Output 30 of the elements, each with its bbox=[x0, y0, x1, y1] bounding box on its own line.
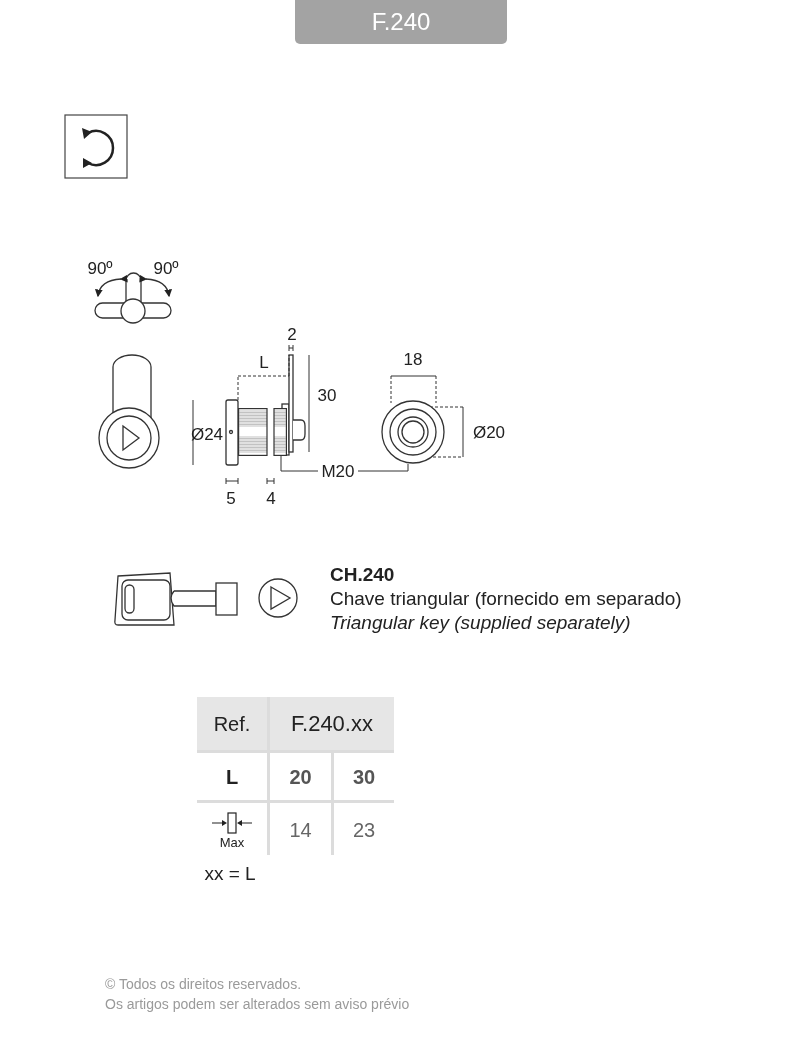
dimension-label: L bbox=[259, 353, 269, 371]
disclaimer-note: Os artigos podem ser alterados sem aviso prévio bbox=[105, 995, 410, 1014]
part-code: CH.240 bbox=[330, 563, 396, 587]
leader-line bbox=[357, 463, 409, 472]
table-cell: 14 bbox=[270, 803, 331, 857]
max-label: Max bbox=[219, 835, 245, 849]
dimension-label: 90º bbox=[153, 259, 179, 277]
dimension-label: 18 bbox=[403, 350, 423, 368]
thread-label: M20 bbox=[321, 462, 355, 480]
dimension-label: Ø24 bbox=[190, 425, 224, 443]
dimension-label: Ø20 bbox=[472, 423, 506, 441]
copyright-note: © Todos os direitos reservados. bbox=[105, 975, 303, 994]
table-header-cell: Ref. bbox=[197, 697, 267, 750]
lock-back-view-drawing bbox=[381, 400, 445, 464]
leader-line bbox=[280, 455, 319, 472]
table-cell: 23 bbox=[334, 803, 394, 857]
dimension-label: 2 bbox=[287, 325, 297, 343]
description-portuguese: Chave triangular (fornecido em separado) bbox=[330, 587, 682, 611]
dimension-label: 4 bbox=[266, 489, 276, 507]
description-english: Triangular key (supplied separately) bbox=[330, 611, 632, 635]
threaded-barrel-drawing bbox=[238, 408, 287, 456]
title-tab: F.240 bbox=[295, 0, 507, 44]
dimension-label: xx = L bbox=[204, 863, 256, 883]
table-cell: L bbox=[197, 753, 267, 800]
dimension-label: 30 bbox=[317, 386, 337, 404]
dimension-label: 5 bbox=[226, 489, 236, 507]
dimension-label: 90º bbox=[87, 259, 113, 277]
table-header-cell: F.240.xx bbox=[270, 697, 394, 750]
table-cell: 20 bbox=[270, 753, 331, 800]
table-cell: 30 bbox=[334, 753, 394, 800]
